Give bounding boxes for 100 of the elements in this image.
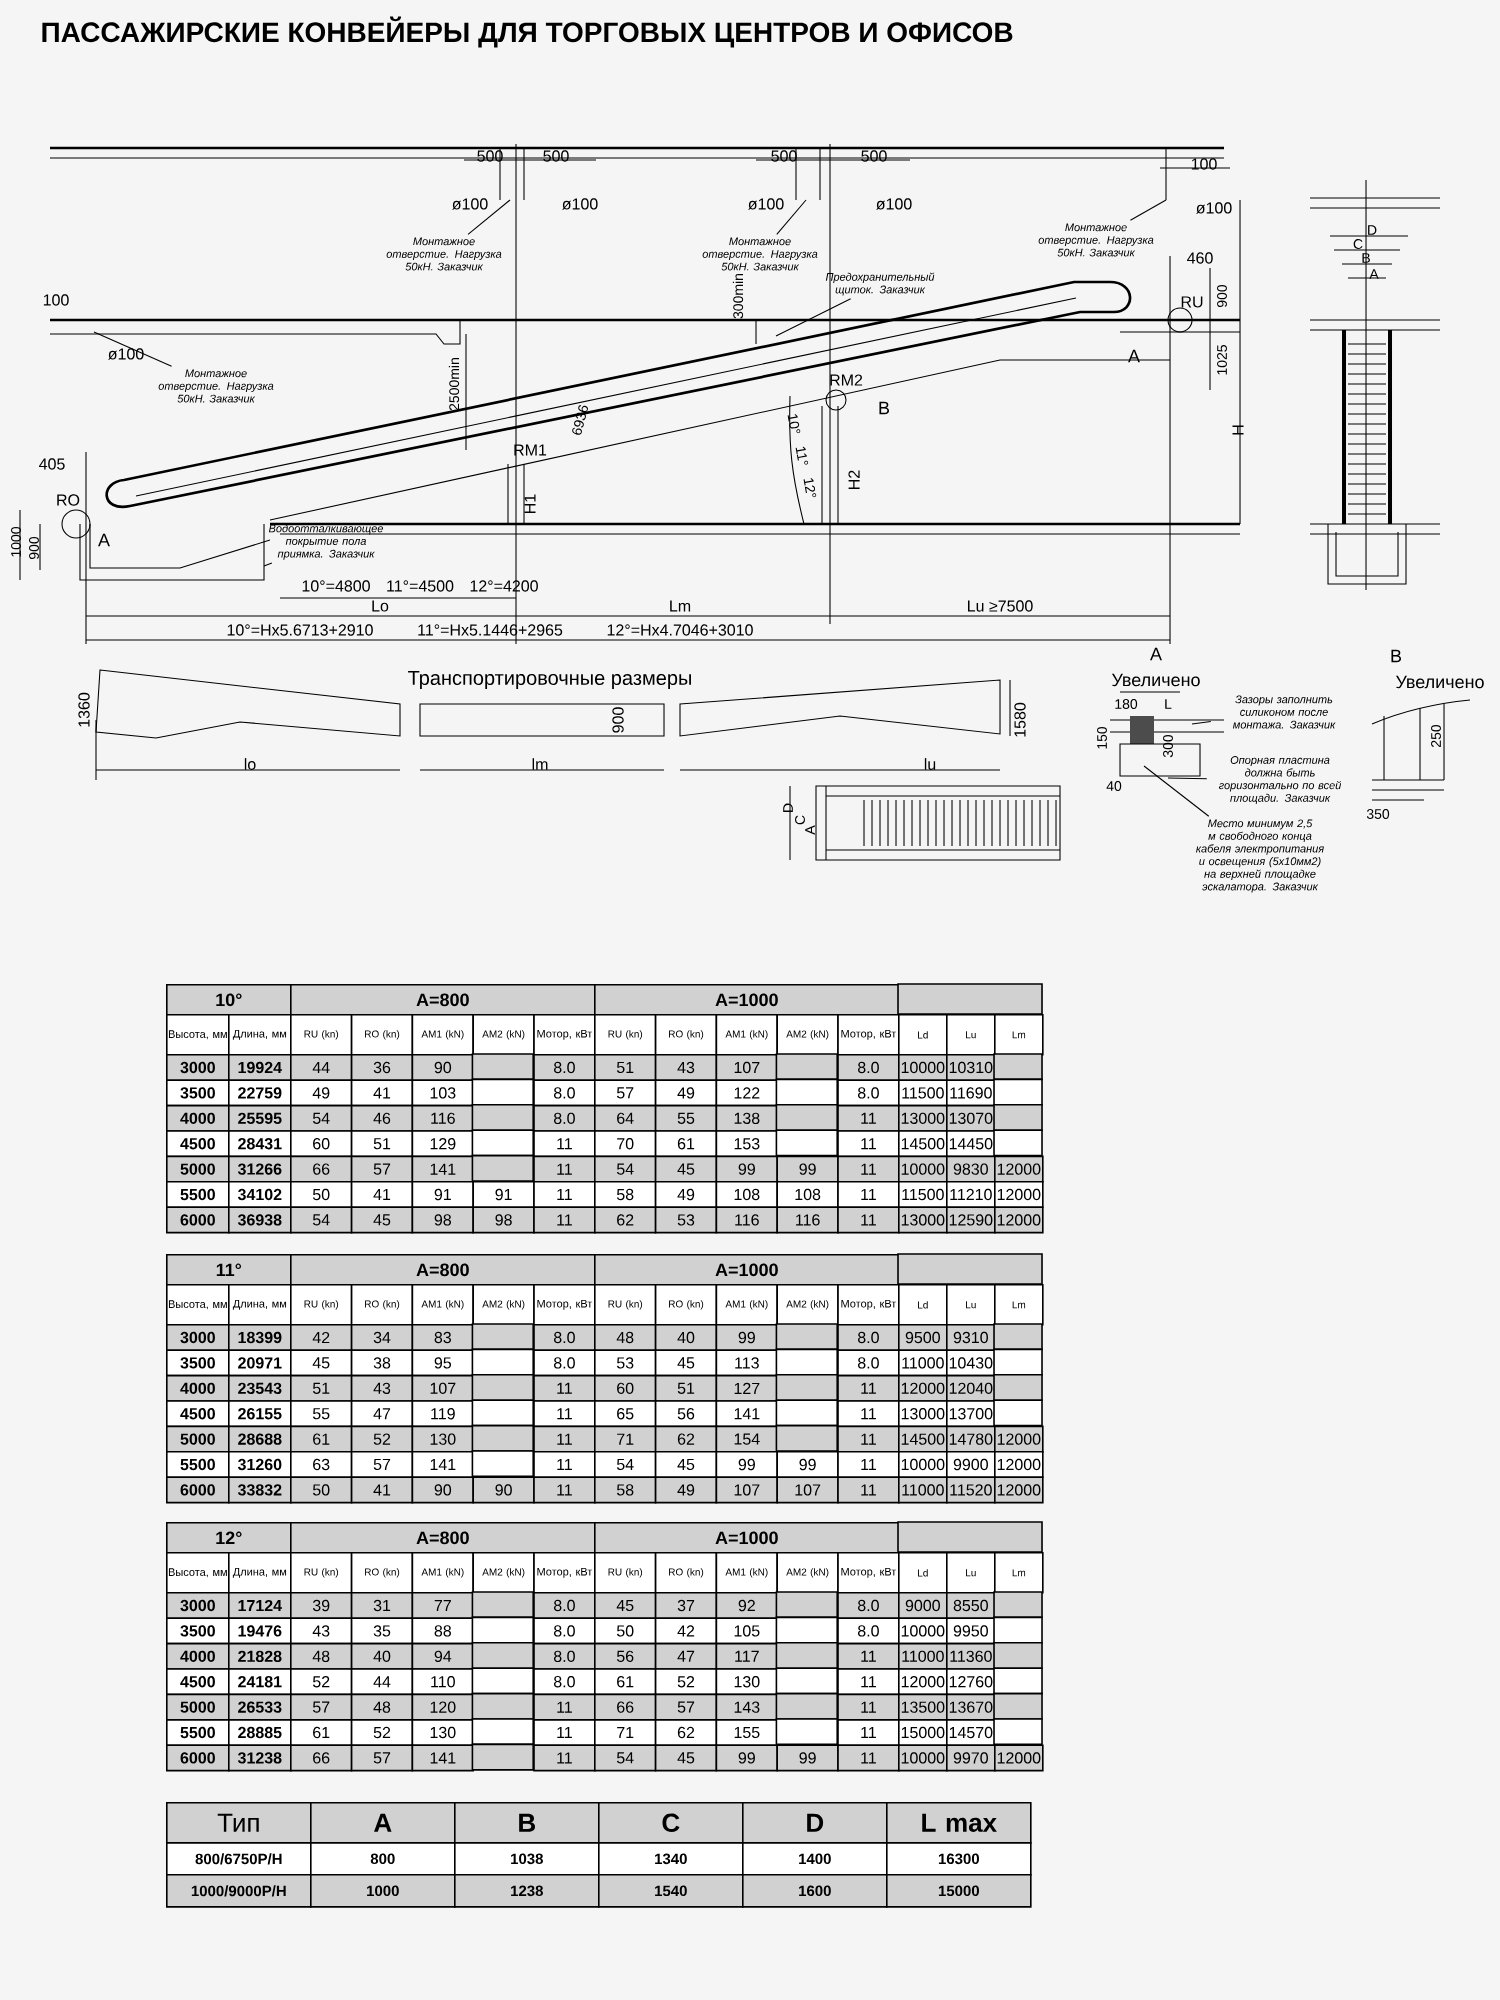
- table-cell: 28688: [228, 1425, 292, 1453]
- table-header: B: [454, 1802, 600, 1844]
- table-cell: 110: [411, 1668, 474, 1696]
- table-cell: 10000: [898, 1617, 948, 1645]
- leader-line: [776, 199, 807, 235]
- table-cell: 20971: [228, 1349, 292, 1377]
- dimension-label: H: [1232, 425, 1244, 435]
- dimension-label: 10°=4800: [302, 580, 370, 592]
- table-cell: 61: [290, 1719, 353, 1747]
- table-cell: 11: [533, 1719, 596, 1747]
- dimension-label: 12°=Hx4.7046+3010: [607, 624, 753, 636]
- table-cell: 117: [715, 1642, 778, 1670]
- table-cell: 33832: [228, 1476, 292, 1504]
- table-cell: 5500: [166, 1451, 230, 1479]
- table-cell: 11: [837, 1400, 900, 1428]
- table-cell: 52: [654, 1668, 718, 1696]
- table-cell: 37: [654, 1592, 718, 1620]
- table-cell: 57: [290, 1693, 353, 1721]
- table-cell: 116: [411, 1104, 474, 1132]
- table-cell: 141: [715, 1400, 778, 1428]
- leader-line: [263, 562, 273, 567]
- table-cell: 60: [290, 1130, 353, 1158]
- table-cell: 26533: [228, 1693, 292, 1721]
- table-cell: 54: [594, 1451, 657, 1479]
- table-cell: 31238: [228, 1744, 292, 1772]
- table-cell: 52: [290, 1668, 353, 1696]
- table-cell: 107: [715, 1054, 778, 1082]
- table-cell: 48: [594, 1324, 657, 1352]
- dimension-label: 500: [771, 150, 797, 162]
- table-cell: 12000: [994, 1155, 1044, 1183]
- table-cell: 83: [411, 1324, 474, 1352]
- table-cell: 49: [654, 1476, 718, 1504]
- table-cell: 9970: [946, 1744, 996, 1772]
- table-cell: 41: [350, 1079, 414, 1107]
- table-cell: 44: [350, 1668, 414, 1696]
- dimension-label: 500: [861, 150, 887, 162]
- table-cell: 28885: [228, 1719, 292, 1747]
- leader-line: [1143, 765, 1210, 817]
- table-cell: 18399: [228, 1324, 292, 1352]
- table-header: Тип: [166, 1802, 312, 1844]
- table-cell: 44: [290, 1054, 353, 1082]
- table-cell: 10000: [898, 1451, 948, 1479]
- table-header: 11°: [166, 1254, 292, 1286]
- table-cell: 54: [290, 1206, 353, 1234]
- table-header: L max: [886, 1802, 1032, 1844]
- table-cell: 11000: [898, 1476, 948, 1504]
- detail-letter: A: [1128, 349, 1140, 363]
- table-cell: 52: [350, 1719, 414, 1747]
- table-cell: 31: [350, 1592, 414, 1620]
- table-cell: 55: [654, 1104, 718, 1132]
- table-cell: 65: [594, 1400, 657, 1428]
- table-cell: 98: [411, 1206, 474, 1234]
- table-cell: 11: [837, 1425, 900, 1453]
- table-cell: 39: [290, 1592, 353, 1620]
- table-cell: 11: [533, 1451, 596, 1479]
- table-cell: 99: [776, 1744, 839, 1772]
- table-cell: 141: [411, 1744, 474, 1772]
- dimension-label: H2: [848, 470, 860, 489]
- leader-line: [775, 298, 852, 337]
- table-cell: 122: [715, 1079, 778, 1107]
- table-cell: 3000: [166, 1324, 230, 1352]
- table-cell: 3500: [166, 1617, 230, 1645]
- table-cell: 11: [533, 1374, 596, 1402]
- table-cell: 56: [654, 1400, 718, 1428]
- table-cell: 15000: [898, 1719, 948, 1747]
- table-cell: 45: [654, 1744, 718, 1772]
- table-cell: 5000: [166, 1693, 230, 1721]
- table-cell: 99: [776, 1155, 839, 1183]
- table-cell: 43: [654, 1054, 718, 1082]
- table-cell: 99: [715, 1451, 778, 1479]
- dimension-label: 460: [1187, 252, 1213, 264]
- table-cell: 50: [290, 1181, 353, 1209]
- table-cell: 9310: [946, 1324, 996, 1352]
- table-cell: 9900: [946, 1451, 996, 1479]
- table-cell: 62: [654, 1425, 718, 1453]
- table-cell: 13700: [946, 1400, 996, 1428]
- table-cell: 91: [472, 1181, 535, 1209]
- table-cell: 116: [776, 1206, 839, 1234]
- dimension-label: Lo: [372, 600, 389, 612]
- table-cell: 90: [472, 1476, 535, 1504]
- view-title: Увеличено: [1395, 675, 1484, 689]
- table-cell: 11: [837, 1181, 900, 1209]
- dimension-label: Lu ≥7500: [968, 600, 1033, 612]
- table-cell: 127: [715, 1374, 778, 1402]
- table-cell: 14500: [898, 1130, 948, 1158]
- table-cell: 6000: [166, 1744, 230, 1772]
- table-cell: 12590: [946, 1206, 996, 1234]
- table-cell: 38: [350, 1349, 414, 1377]
- table-cell: 8.0: [837, 1079, 900, 1107]
- dimension-label: 12°=4200: [470, 580, 538, 592]
- table-cell: 5000: [166, 1425, 230, 1453]
- table-cell: 61: [290, 1425, 353, 1453]
- table-cell: 11500: [898, 1079, 948, 1107]
- table-cell: 99: [715, 1155, 778, 1183]
- table-cell: 42: [654, 1617, 718, 1645]
- table-cell: 6000: [166, 1206, 230, 1234]
- table-cell: 22759: [228, 1079, 292, 1107]
- table-cell: 11: [837, 1719, 900, 1747]
- dimension-label: 1580: [1014, 702, 1026, 737]
- table-cell: 8.0: [533, 1349, 596, 1377]
